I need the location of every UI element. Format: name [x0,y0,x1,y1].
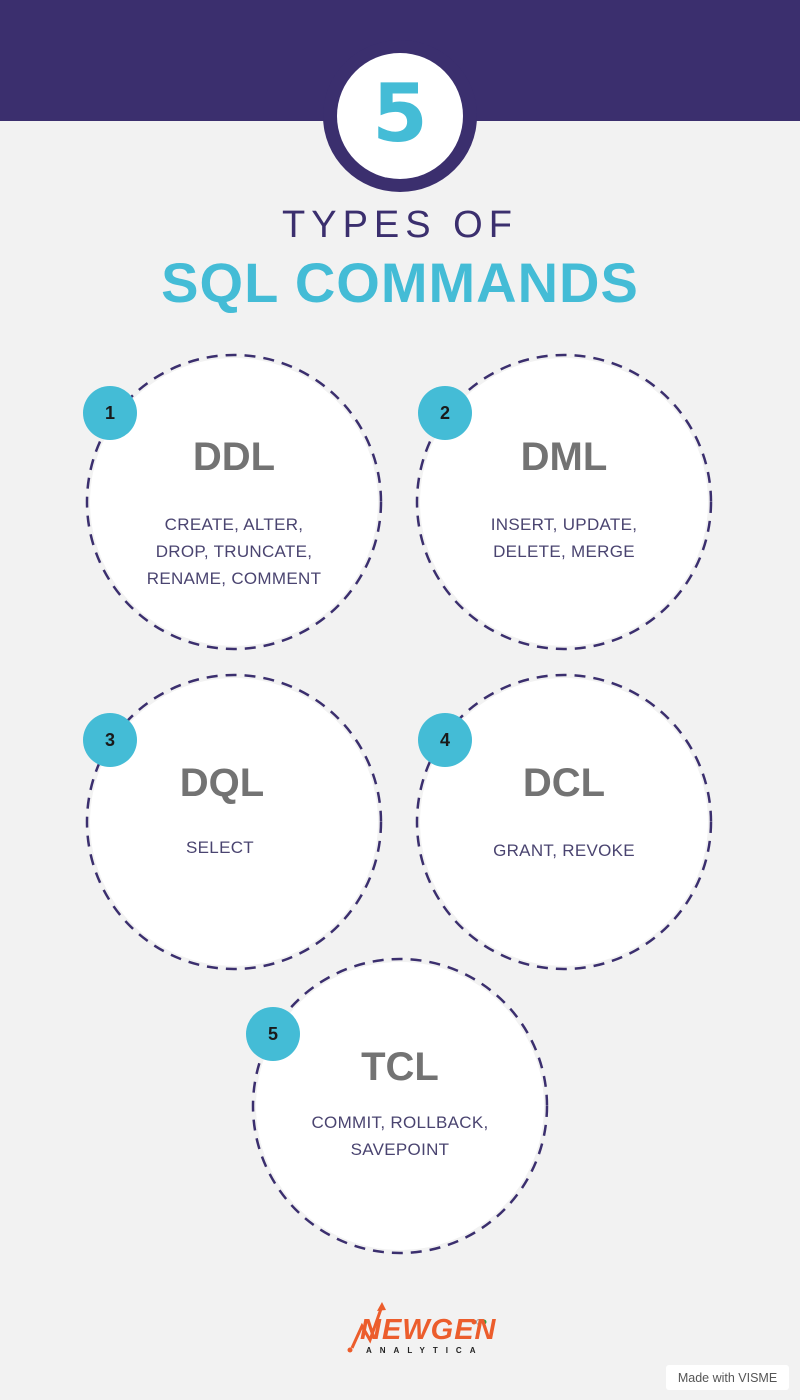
page-title: SQL COMMANDS [161,251,639,314]
card-title: DCL [522,761,606,805]
number-badge: 2 [418,386,472,440]
logo-wordmark: NEWGEN [360,1314,497,1346]
number-badge: 4 [418,713,472,767]
dashed-ring-icon [415,353,713,651]
desc-line: GRANT, REVOKE [493,841,635,860]
desc-line: COMMIT, ROLLBACK, [311,1113,489,1132]
card-title: DML [520,435,608,479]
card-dql: DQL SELECT [85,673,383,971]
desc-line: DELETE, MERGE [493,542,635,561]
card-background [90,678,378,966]
card-ddl: DDL CREATE, ALTER, DROP, TRUNCATE, RENAM… [85,353,383,651]
card-description: SELECT [71,834,369,861]
card-background [256,962,544,1250]
desc-line: CREATE, ALTER, [164,515,304,534]
desc-line: RENAME, COMMENT [146,569,322,588]
card-tcl: TCL COMMIT, ROLLBACK, SAVEPOINT [251,957,549,1255]
number-badge: 5 [246,1007,300,1061]
card-description: GRANT, REVOKE [415,837,713,864]
card-title: TCL [361,1045,439,1089]
dashed-ring-icon [85,673,383,971]
visme-credit-badge[interactable]: Made with VISME [666,1365,789,1390]
desc-line: DROP, TRUNCATE, [155,542,313,561]
hero-circle: 5 [337,53,463,179]
card-description: CREATE, ALTER, DROP, TRUNCATE, RENAME, C… [85,511,383,592]
card-description: INSERT, UPDATE, DELETE, MERGE [415,511,713,565]
card-background [90,358,378,646]
card-title: DDL [192,435,276,479]
newgen-logo: NEWGEN ANALYTICA [346,1300,496,1360]
card-title: DQL [179,761,265,805]
card-dml: DML INSERT, UPDATE, DELETE, MERGE [415,353,713,651]
page-subtitle: TYPES OF [282,204,518,246]
number-badge: 1 [83,386,137,440]
logo-subtext: ANALYTICA [366,1346,484,1355]
hero-number: 5 [372,67,428,160]
dashed-ring-icon [85,353,383,651]
dashed-ring-icon [251,957,549,1255]
number-badge: 3 [83,713,137,767]
desc-line: SELECT [186,838,254,857]
card-description: COMMIT, ROLLBACK, SAVEPOINT [251,1109,549,1163]
desc-line: SAVEPOINT [350,1140,450,1159]
dashed-ring-icon [415,673,713,971]
arrow-trend-icon [347,1302,487,1353]
desc-line: INSERT, UPDATE, [490,515,638,534]
